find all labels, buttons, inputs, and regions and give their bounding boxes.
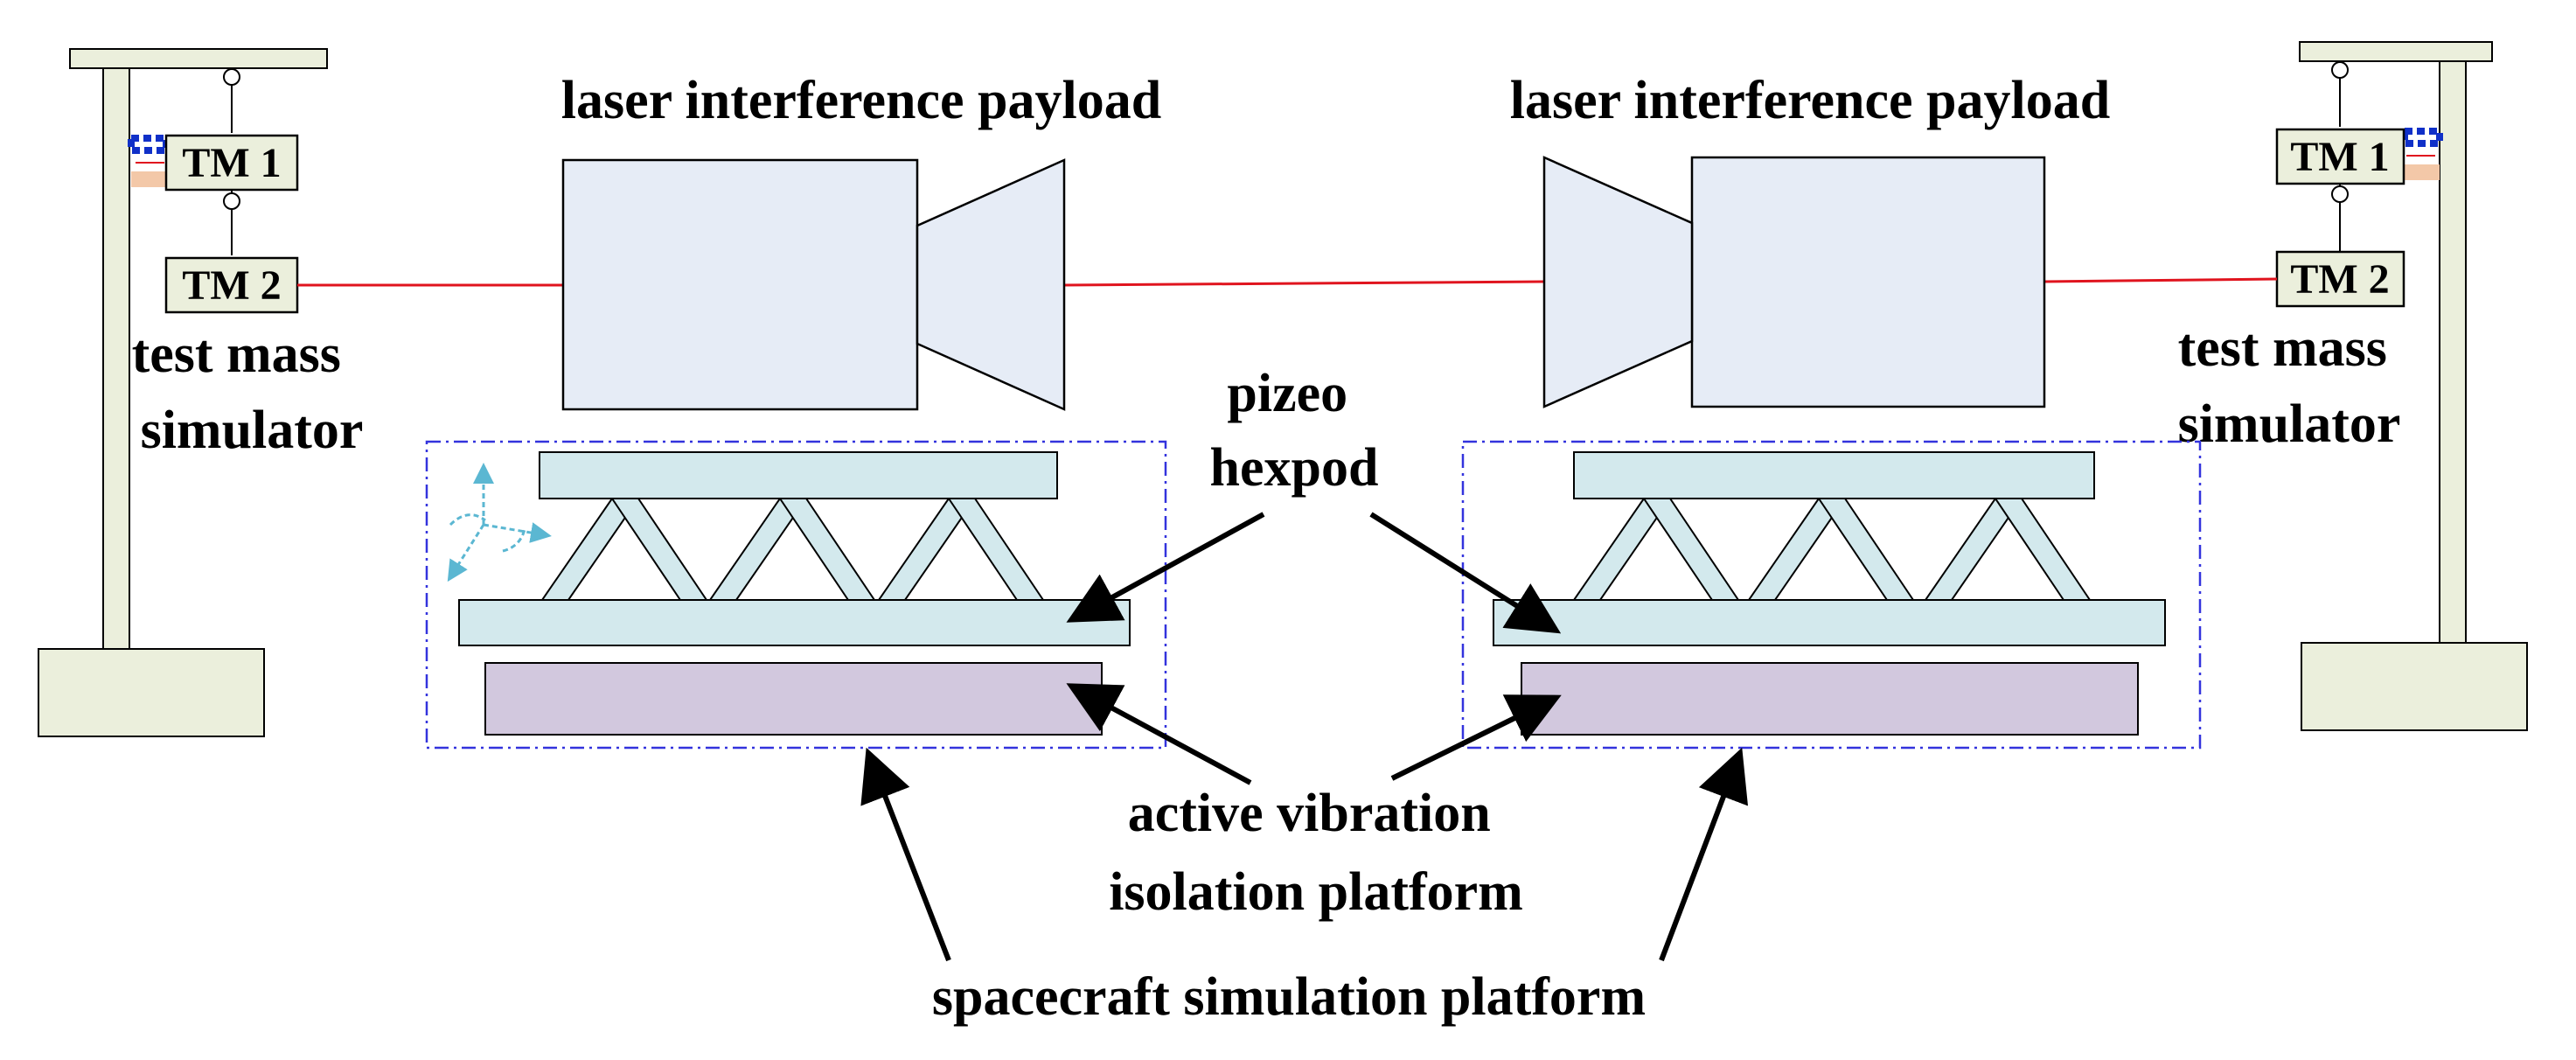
hexapod-label-line2: hexpod bbox=[1210, 438, 1379, 498]
right-strut bbox=[1642, 498, 1740, 601]
left-payload: laser interference payload bbox=[561, 71, 1161, 411]
right-hexapod-top-plate bbox=[1573, 451, 2095, 499]
right-payload-telescope bbox=[1542, 156, 1694, 408]
right-isolation-platform bbox=[1461, 440, 2202, 750]
right-test-mass-stand: TM 1 TM 2 test mass simulator bbox=[2178, 41, 2528, 731]
left-stand-top-bar bbox=[69, 48, 328, 69]
left-tm2-box bbox=[164, 256, 299, 314]
left-hexapod-bottom-plate bbox=[458, 599, 1131, 646]
right-tm1-label: TM 1 bbox=[2290, 134, 2389, 180]
right-spacecraft-base bbox=[1521, 662, 2139, 736]
arrow-scsp-right bbox=[1659, 747, 1749, 962]
right-payload: laser interference payload bbox=[1510, 71, 2110, 408]
axis-rot-right bbox=[502, 528, 526, 553]
right-stand-pole bbox=[2439, 60, 2467, 644]
left-spacecraft-base bbox=[484, 662, 1103, 736]
right-tm2-label: TM 2 bbox=[2290, 256, 2389, 303]
left-tm2-label: TM 2 bbox=[182, 262, 281, 309]
left-tm1-label: TM 1 bbox=[182, 140, 281, 186]
axis-triad-icon bbox=[447, 463, 552, 582]
right-actuator-peach bbox=[2405, 164, 2440, 180]
left-test-mass-line2: simulator bbox=[141, 401, 364, 460]
avip-label: active vibration isolation platform bbox=[1109, 784, 1523, 922]
left-strut bbox=[778, 498, 876, 601]
avip-label-line1: active vibration bbox=[1128, 784, 1491, 843]
left-test-mass-label: test mass simulator bbox=[132, 324, 364, 460]
hexapod-label: pizeo hexpod bbox=[1210, 364, 1379, 498]
left-hexapod-struts bbox=[540, 498, 1045, 601]
pointer-arrows bbox=[860, 512, 1749, 962]
laser-beam-right bbox=[2043, 277, 2278, 283]
left-payload-label: laser interference payload bbox=[561, 71, 1161, 130]
left-dashdot-frame bbox=[425, 440, 1167, 750]
left-hexapod-top-plate bbox=[539, 451, 1058, 499]
arrow-avip-right bbox=[1390, 694, 1562, 781]
left-isolation-platform bbox=[425, 440, 1167, 750]
laser-beams bbox=[297, 277, 2278, 287]
arrow-hexapod-left bbox=[1066, 512, 1265, 623]
axis-right bbox=[483, 522, 552, 543]
laser-beam-center bbox=[1063, 280, 1545, 287]
axis-down-left bbox=[447, 524, 485, 582]
right-strut bbox=[1994, 498, 2092, 601]
left-test-mass-stand: TM 1 TM 2 test mass simulator bbox=[38, 48, 364, 737]
left-tm1-box bbox=[164, 134, 299, 192]
right-strut bbox=[1817, 498, 1915, 601]
left-stand-pole bbox=[102, 67, 130, 650]
arrow-avip-left bbox=[1066, 683, 1252, 785]
left-payload-body bbox=[561, 158, 919, 411]
left-test-mass-line1: test mass bbox=[132, 324, 341, 384]
arrow-scsp-left bbox=[860, 747, 951, 962]
right-test-mass-line2: simulator bbox=[2178, 394, 2401, 454]
right-hexapod-struts bbox=[1572, 498, 2092, 601]
left-pivot-top bbox=[223, 68, 240, 86]
left-pivot-mid bbox=[223, 192, 240, 210]
right-tm2-box bbox=[2275, 250, 2405, 308]
scsp-label: spacecraft simulation platform bbox=[932, 967, 1646, 1027]
right-payload-label: laser interference payload bbox=[1510, 71, 2110, 130]
right-tm1-box bbox=[2275, 128, 2405, 185]
avip-label-line2: isolation platform bbox=[1109, 862, 1523, 922]
left-payload-telescope bbox=[916, 158, 1066, 411]
left-actuator-peach bbox=[131, 171, 166, 187]
left-stand-base bbox=[38, 648, 265, 737]
axis-rot-left bbox=[449, 513, 486, 527]
right-payload-body bbox=[1690, 156, 2046, 408]
left-strut bbox=[610, 498, 708, 601]
right-pivot-mid bbox=[2331, 185, 2349, 203]
right-test-mass-label: test mass simulator bbox=[2178, 318, 2401, 454]
arrow-hexapod-right bbox=[1369, 512, 1562, 634]
left-strut bbox=[947, 498, 1045, 601]
right-dashdot-frame bbox=[1461, 440, 2202, 750]
right-stand-base bbox=[2301, 642, 2528, 731]
left-actuator-blue bbox=[128, 135, 170, 154]
right-stand-top-bar bbox=[2299, 41, 2493, 62]
right-test-mass-line1: test mass bbox=[2178, 318, 2387, 378]
right-pivot-top bbox=[2331, 61, 2349, 79]
right-actuator-blue bbox=[2401, 128, 2443, 147]
hexapod-label-line1: pizeo bbox=[1227, 364, 1347, 423]
right-hexapod-bottom-plate bbox=[1493, 599, 2166, 646]
